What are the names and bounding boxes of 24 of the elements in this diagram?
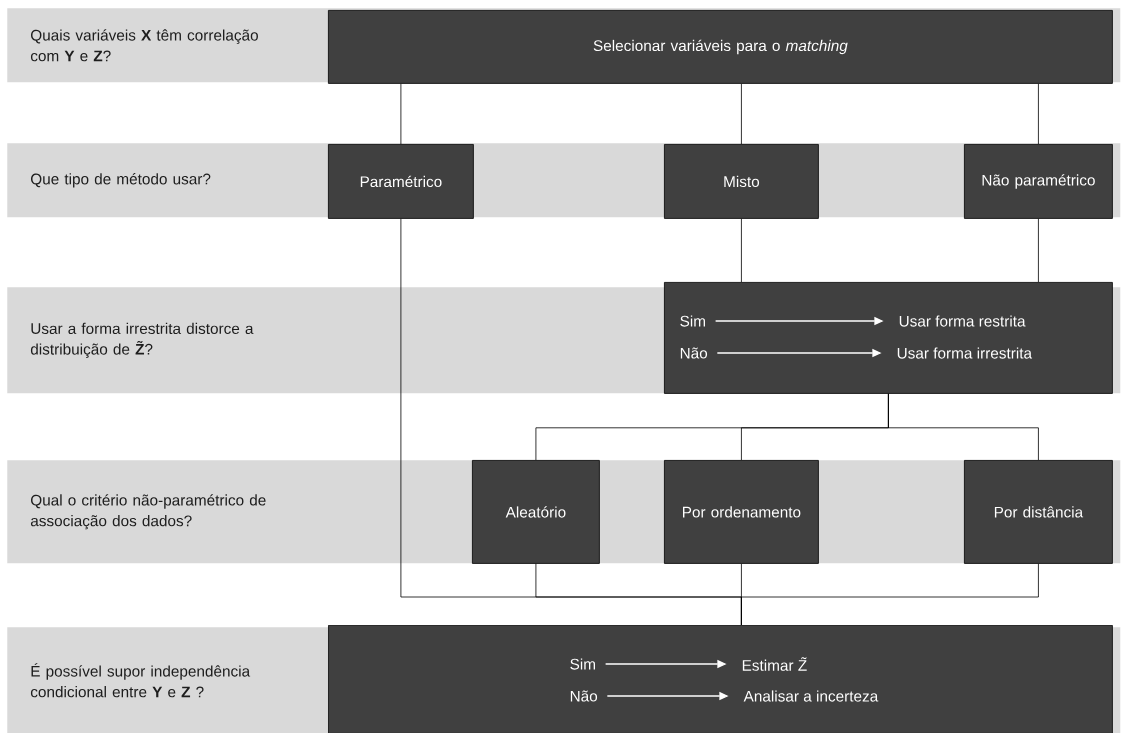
step-box: Por distância	[964, 460, 1113, 564]
step-box: Selecionar variáveis para o matching	[328, 10, 1113, 84]
answer-text: Não	[680, 347, 708, 359]
answer-text: Usar forma restrita	[899, 315, 1026, 327]
connector-line	[1038, 83, 1039, 145]
answer-panel	[328, 625, 1113, 733]
answer-text: Não	[570, 690, 598, 702]
answer-text: Sim	[570, 658, 595, 670]
connector-line	[741, 83, 742, 145]
step-box: Misto	[664, 144, 819, 219]
answer-text: Estimar Z̃	[742, 657, 807, 671]
answer-text: Usar forma irrestrita	[897, 347, 1033, 359]
step-box: Não paramétrico	[964, 144, 1113, 219]
step-box: Aleatório	[472, 460, 600, 564]
step-box: Paramétrico	[328, 144, 474, 219]
connector-line	[888, 393, 1039, 461]
connector-line	[741, 218, 742, 283]
connector-line	[741, 563, 1039, 626]
answer-panel	[664, 282, 1113, 394]
connector-line	[1038, 218, 1039, 283]
answer-text: Analisar a incerteza	[743, 690, 879, 702]
answer-text: Sim	[680, 315, 705, 327]
connector-line	[400, 83, 402, 145]
step-box: Por ordenamento	[664, 460, 819, 564]
